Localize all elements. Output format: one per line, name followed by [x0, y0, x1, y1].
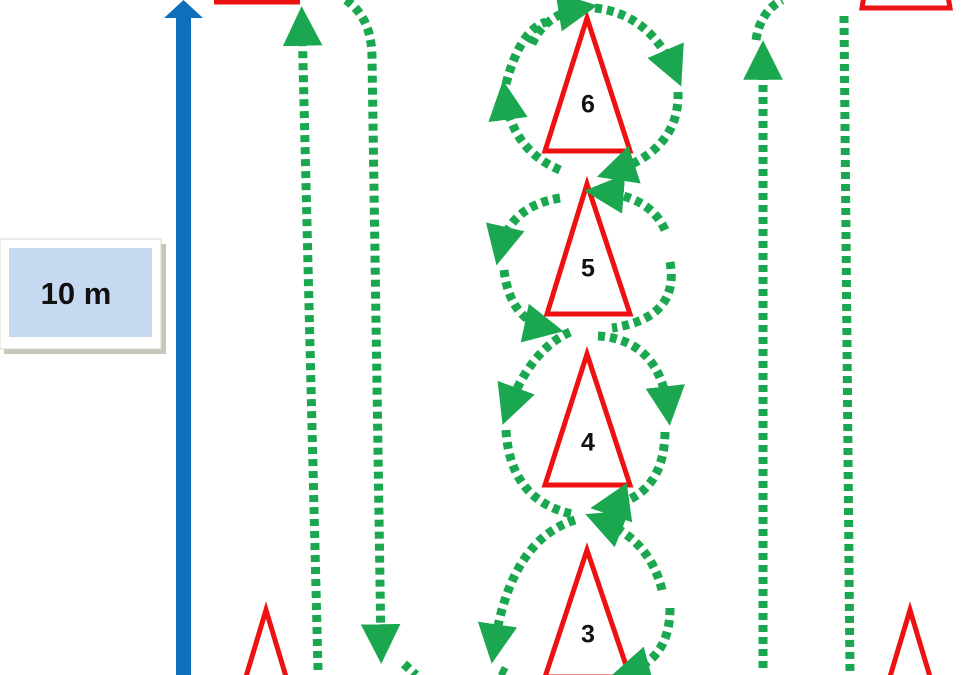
- path-loop-6-top-right: [594, 3, 684, 87]
- cone-label-5: 5: [581, 255, 595, 283]
- cone-bottom-right: [887, 601, 933, 675]
- path-loop-3-right: [610, 607, 675, 675]
- path-loop-3-top-left: [477, 515, 577, 664]
- path-loop-4-left: [501, 429, 574, 519]
- path-loop-5-top-left: [485, 193, 561, 266]
- path-left-down: [343, 0, 401, 664]
- path-right-down: [839, 15, 855, 675]
- path-right-curve: [751, 0, 785, 41]
- cone-label-6: 6: [581, 91, 595, 119]
- cone-label-4: 4: [581, 429, 595, 457]
- cone-5: [543, 175, 634, 317]
- path-loop-6-top-left: [527, 0, 598, 46]
- cones: [214, 0, 953, 675]
- distance-label: 10 m: [0, 238, 166, 354]
- distance-arrow-head: [164, 0, 203, 18]
- path-loop-5-right: [611, 261, 676, 333]
- path-left-up: [282, 6, 323, 671]
- path-loop-6-right: [596, 91, 683, 184]
- cone-label-3: 3: [581, 621, 595, 649]
- distance-label-box: [9, 248, 152, 337]
- path-loop-3-top-right: [585, 510, 667, 592]
- path-loop-4-top-right: [597, 331, 685, 426]
- cone-6: [541, 9, 634, 154]
- path-loop-4-right: [590, 431, 670, 523]
- cone-top-right-partial: [859, 0, 953, 11]
- path-loop-5-top-right: [584, 174, 670, 232]
- cone-3: [543, 542, 632, 675]
- path-loop-3-left: [497, 665, 513, 675]
- distance-label-text: 10 m: [41, 276, 112, 311]
- distance-arrow: [164, 0, 203, 675]
- path-loop-5-left: [499, 269, 564, 343]
- running-paths: [282, 0, 855, 675]
- cone-labels: 6 5 4 3: [581, 91, 595, 649]
- cone-4: [541, 345, 634, 488]
- distance-arrow-shaft: [176, 14, 191, 675]
- path-loop-6-lower-left: [488, 80, 562, 175]
- cone-bottom-left: [243, 601, 289, 675]
- path-left-exit: [400, 660, 420, 675]
- path-loop-4-top-left: [497, 327, 572, 425]
